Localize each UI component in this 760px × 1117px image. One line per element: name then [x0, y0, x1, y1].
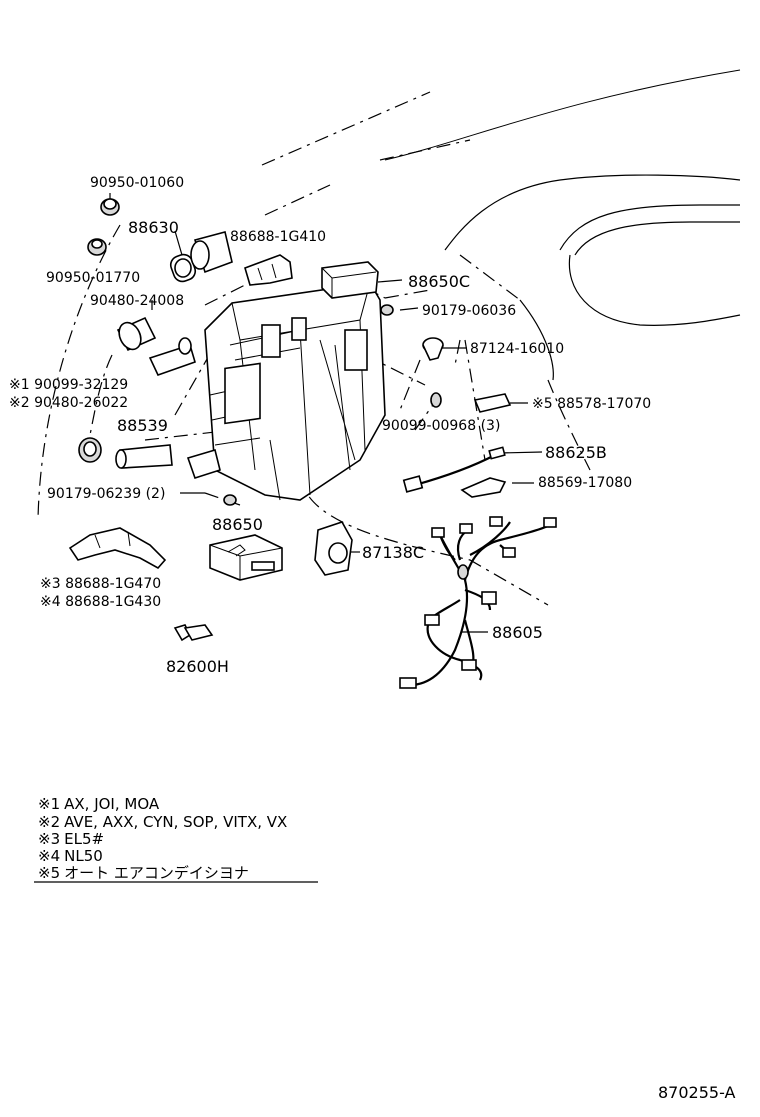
label-90099-32129: ※1 90099-32129 [9, 377, 128, 393]
duct-88539 [115, 444, 173, 469]
label-90480-26022: ※2 90480-26022 [9, 395, 128, 411]
cap-90950-01770 [87, 238, 107, 256]
screw-90179-06239 [223, 494, 237, 506]
label-88688-1G470: ※3 88688-1G470 [40, 576, 161, 592]
grommet-lower [78, 437, 102, 463]
sensor-87124-16010 [422, 337, 444, 361]
bracket-88688-1G470 [68, 527, 167, 570]
servo-motor-87138C [314, 521, 353, 576]
label-90099-00968: 90099-00968 (3) [382, 418, 500, 434]
sensor-88578-17070 [473, 393, 512, 413]
vehicle-body-outline [261, 69, 741, 471]
label-87138C: 87138C [362, 543, 424, 562]
amplifier-88650C [321, 261, 379, 299]
label-88650C: 88650C [408, 272, 470, 291]
screw-90099-00968 [430, 392, 442, 408]
wire-harness-88605 [399, 516, 557, 689]
label-88569-17080: 88569-17080 [538, 475, 632, 491]
fuse-82600H [173, 624, 214, 642]
part-labels: 90950-01060 88630 88688-1G410 90950-0177… [9, 175, 651, 676]
label-88688-1G430: ※4 88688-1G430 [40, 594, 161, 610]
amplifier-88650 [209, 534, 283, 581]
cap-90950-01060 [100, 198, 120, 216]
label-88650: 88650 [212, 515, 263, 534]
sensor-88630 [169, 231, 233, 283]
bracket-88688-1G410 [244, 254, 293, 286]
label-90950-01770: 90950-01770 [46, 270, 140, 286]
label-82600H: 82600H [166, 657, 229, 676]
label-87124-16010: 87124-16010 [470, 341, 564, 357]
label-88578-17070: ※5 88578-17070 [532, 396, 651, 412]
label-88539: 88539 [117, 416, 168, 435]
label-88625B: 88625B [545, 443, 607, 462]
label-90950-01060: 90950-01060 [90, 175, 184, 191]
label-88605: 88605 [492, 623, 543, 642]
label-90179-06239: 90179-06239 (2) [47, 486, 165, 502]
clip-90179-06036 [380, 304, 394, 316]
thermistor-88625B [402, 446, 506, 493]
label-90179-06036: 90179-06036 [422, 303, 516, 319]
label-90480-24008: 90480-24008 [90, 293, 184, 309]
aspirator-elbow [116, 316, 196, 376]
label-88688-1G410: 88688-1G410 [230, 229, 326, 245]
label-88630: 88630 [128, 218, 179, 237]
heater-unit [186, 282, 386, 501]
clip-88569-17080 [460, 477, 507, 498]
figure-code: 870255-A [658, 1083, 736, 1102]
